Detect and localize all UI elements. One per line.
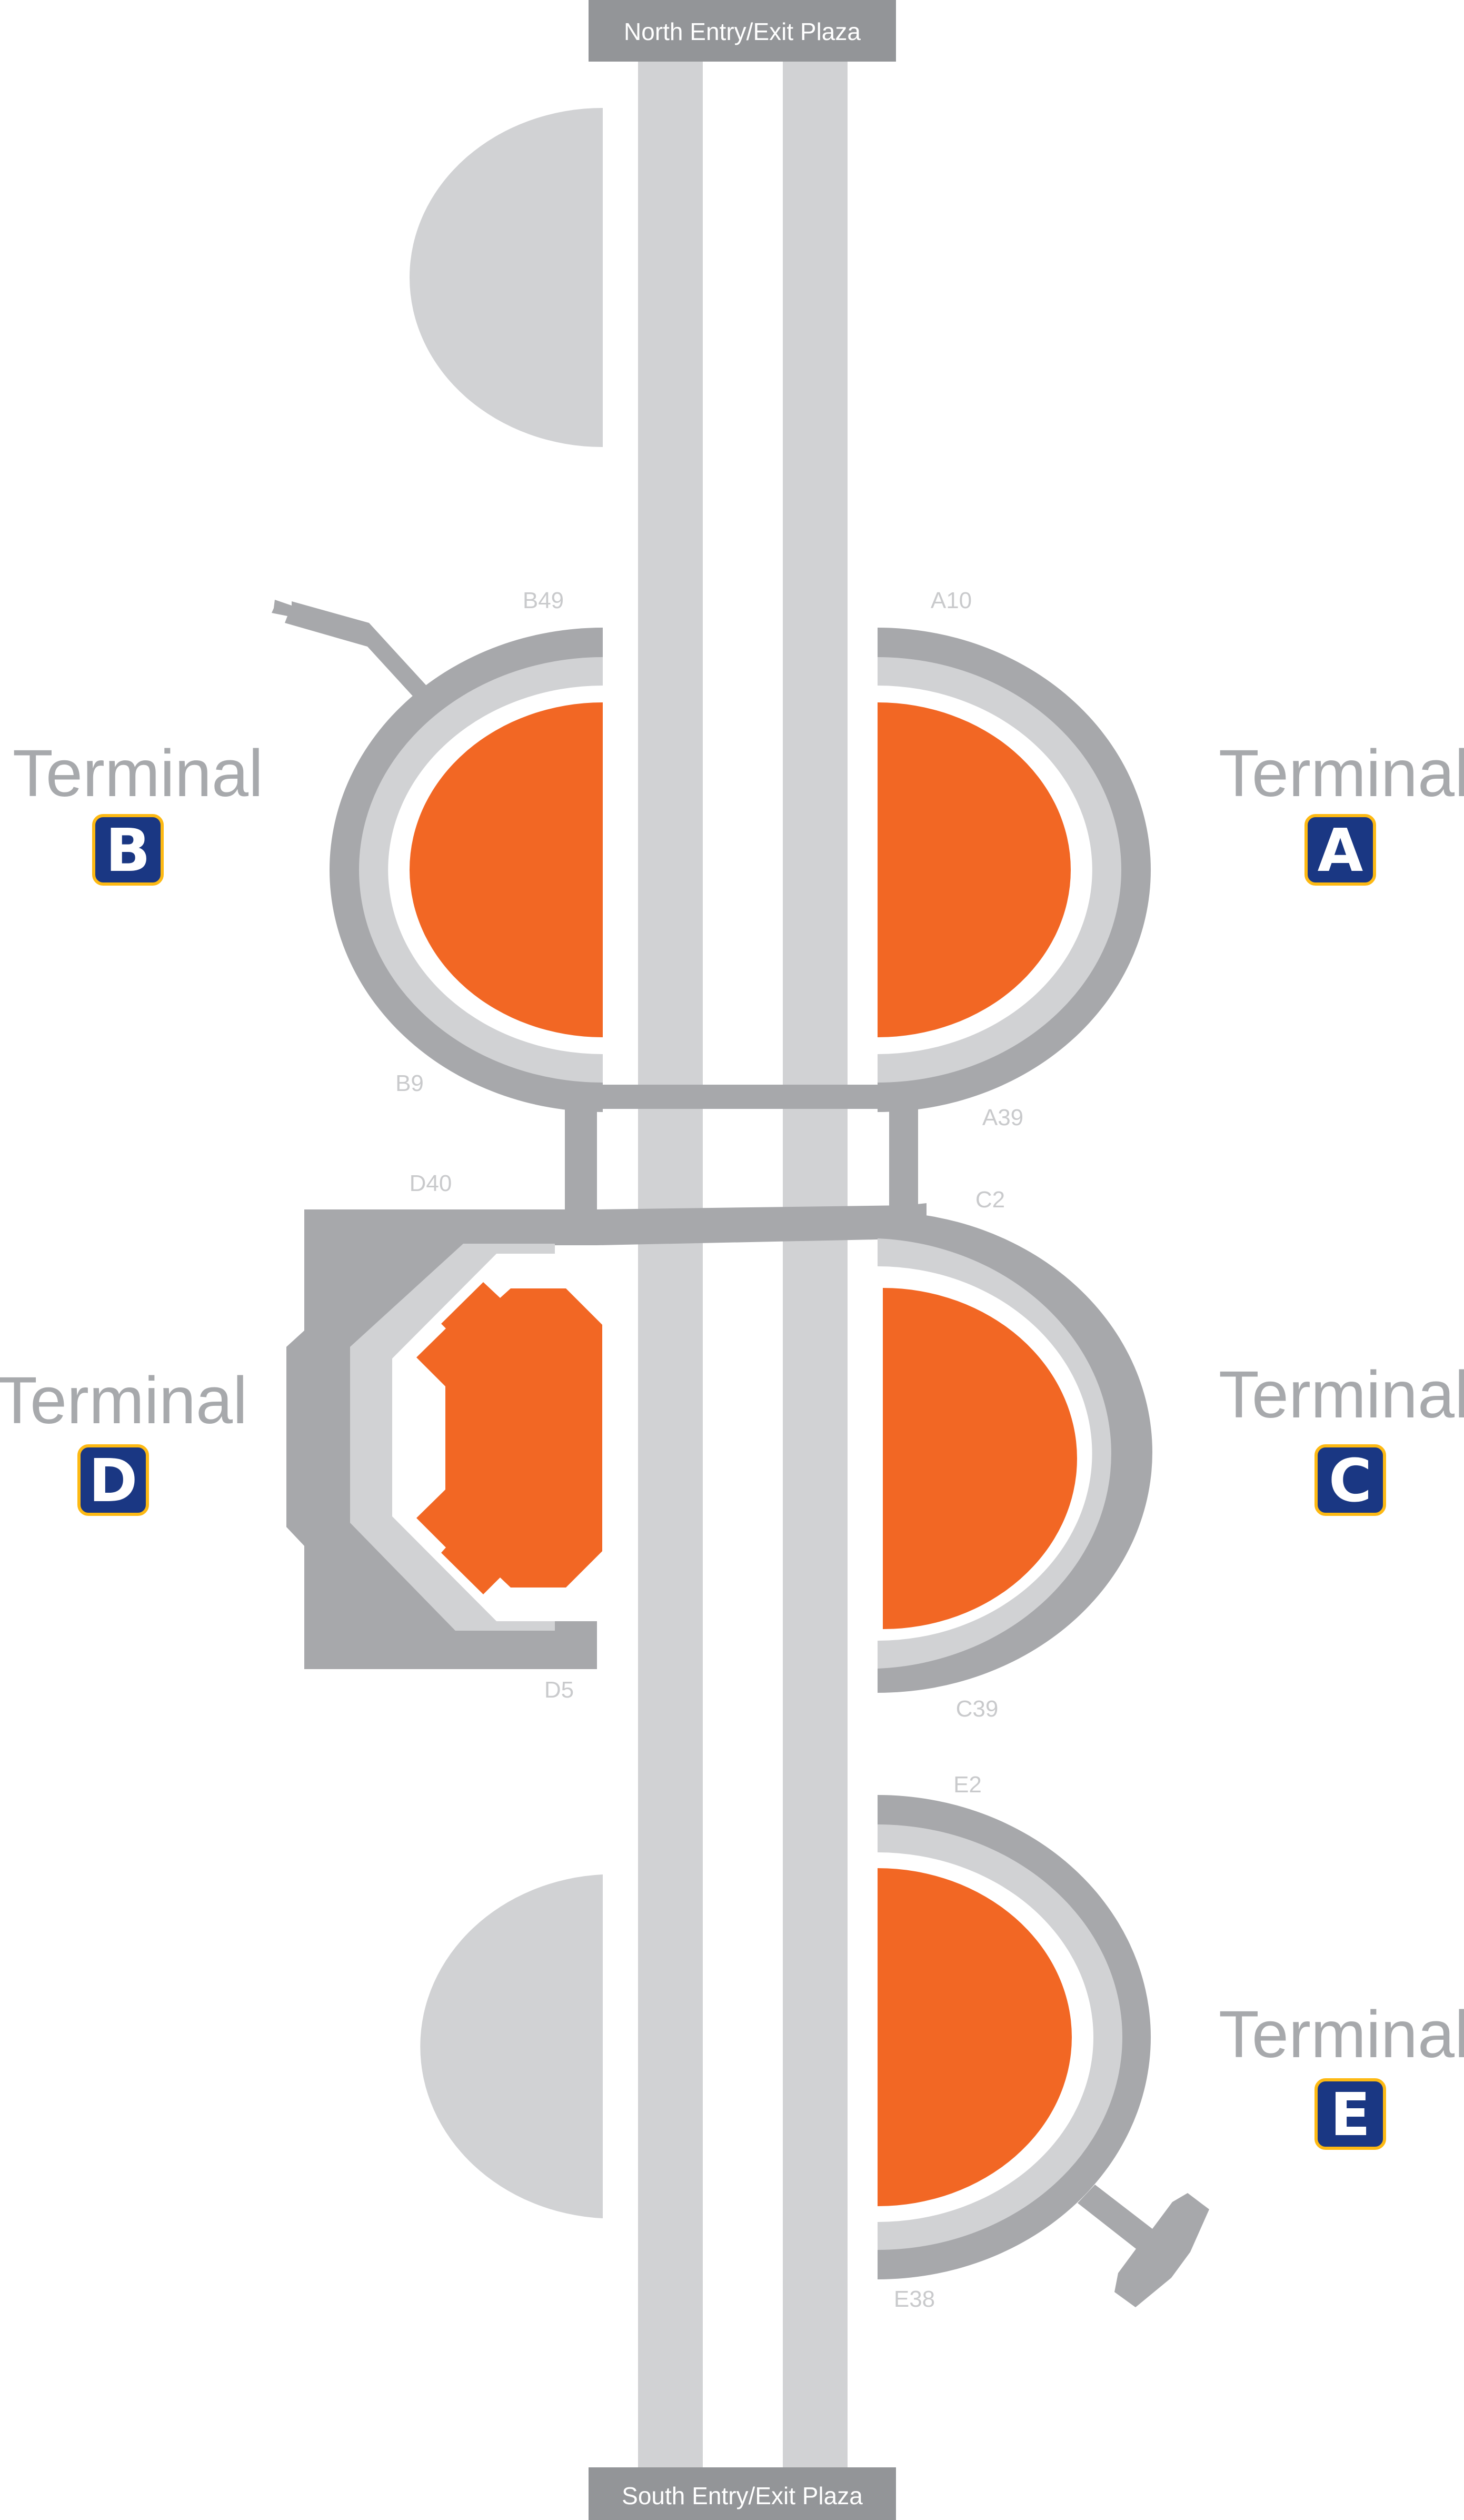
terminal-e[interactable] (878, 1795, 1209, 2307)
south-plaza-box (589, 2467, 896, 2520)
terminal-d-badge: D (77, 1444, 149, 1516)
gate-label-b9: B9 (395, 1070, 424, 1096)
south-plaza[interactable]: South Entry/Exit Plaza (589, 2467, 896, 2520)
terminal-e-concourse (878, 1868, 1072, 2206)
gate-label-a10: A10 (931, 588, 972, 613)
terminal-a-label[interactable]: Terminal A (1219, 736, 1464, 886)
terminal-d-label[interactable]: Terminal D (0, 1363, 247, 1516)
gate-label-d5: D5 (544, 1677, 574, 1703)
terminal-b-word: Terminal (13, 736, 263, 810)
terminal-d[interactable] (286, 1209, 602, 1669)
north-plaza[interactable]: North Entry/Exit Plaza (589, 0, 896, 62)
road-left-lane (638, 0, 703, 2520)
terminal-a-badge: A (1304, 814, 1376, 886)
terminal-e-word: Terminal (1219, 1997, 1464, 2071)
gate-label-e38: E38 (894, 2286, 935, 2312)
terminal-c-label[interactable]: Terminal C (1219, 1357, 1464, 1516)
terminal-a[interactable] (878, 628, 1151, 1112)
terminal-c-badge: C (1314, 1444, 1386, 1516)
terminal-b-label[interactable]: Terminal B (13, 736, 263, 886)
terminal-a-word: Terminal (1219, 736, 1464, 810)
south-plaza-label: South Entry/Exit Plaza (622, 2482, 863, 2509)
north-plaza-label: North Entry/Exit Plaza (624, 18, 861, 45)
north-plaza-box (589, 0, 896, 62)
gate-label-c2: C2 (975, 1187, 1005, 1213)
north-parking-half-ellipse (410, 108, 603, 447)
terminal-d-word: Terminal (0, 1363, 247, 1437)
terminal-c[interactable] (878, 1212, 1152, 1693)
gate-label-e2: E2 (953, 1772, 982, 1798)
terminal-c-concourse (883, 1288, 1077, 1629)
gate-label-d40: D40 (410, 1170, 452, 1196)
terminal-e-badge: E (1314, 2078, 1386, 2150)
terminal-e-label[interactable]: Terminal E (1219, 1997, 1464, 2150)
south-parking-half-ellipse (420, 1874, 603, 2218)
terminal-e-letter: E (1330, 2081, 1371, 2149)
terminal-d-letter: D (89, 1447, 138, 1515)
terminal-d-concourse (416, 1282, 602, 1594)
terminal-b[interactable] (272, 600, 603, 1112)
terminal-b-concourse (410, 702, 603, 1037)
terminal-b-pier (272, 600, 426, 696)
terminal-b-letter: B (105, 817, 150, 885)
terminal-c-letter: C (1329, 1447, 1372, 1515)
gate-label-a39: A39 (982, 1105, 1023, 1130)
gate-label-c39: C39 (956, 1696, 999, 1722)
gate-label-b49: B49 (523, 588, 564, 613)
terminal-b-badge: B (92, 814, 164, 886)
road-right-lane (783, 0, 848, 2520)
terminal-a-letter: A (1318, 817, 1363, 885)
terminal-a-concourse (878, 702, 1071, 1037)
terminal-e-pier (1078, 2185, 1209, 2307)
terminal-c-word: Terminal (1219, 1357, 1464, 1432)
